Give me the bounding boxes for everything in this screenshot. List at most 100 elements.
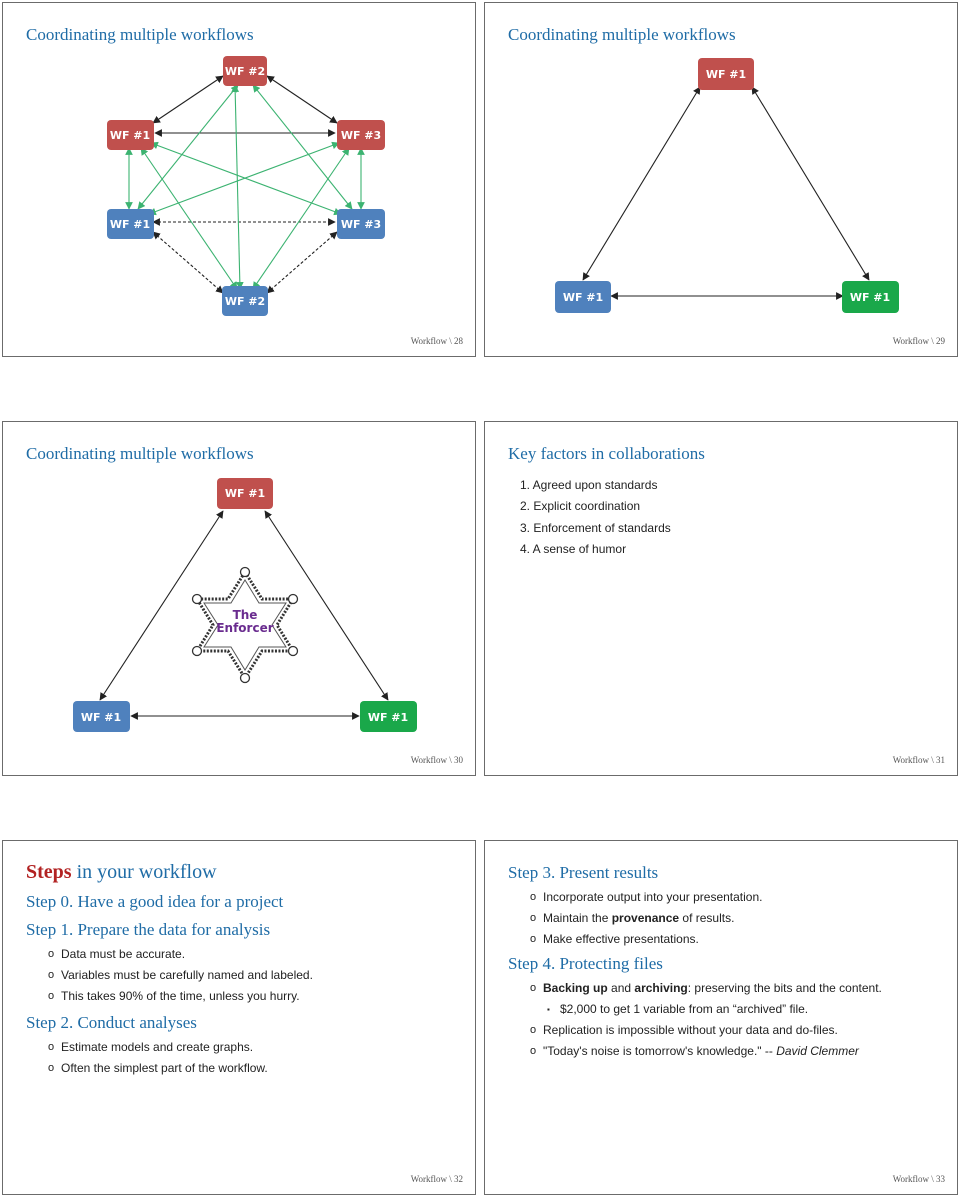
slide-title: Key factors in collaborations xyxy=(508,444,705,463)
list-item-text: Replication is impossible without your d… xyxy=(543,1023,838,1037)
sheriff-star-badge: The Enforcer xyxy=(191,566,299,684)
list-item-text: Data must be accurate. xyxy=(61,947,186,961)
wf-node-label: WF #1 xyxy=(706,68,746,81)
key-factors-list: 1. Agreed upon standards 2. Explicit coo… xyxy=(520,475,671,560)
list-item-text: Incorporate output into your presentatio… xyxy=(543,890,763,904)
bullet-glyph: o xyxy=(530,982,537,994)
wf-node: WF #1 xyxy=(217,478,273,509)
wf-node-label: WF #3 xyxy=(341,218,381,231)
list-item: o Make effective presentations. xyxy=(508,929,947,950)
list-item-text: Variables must be carefully named and la… xyxy=(61,968,313,982)
slide-title: Coordinating multiple workflows xyxy=(508,25,736,44)
slide-30: Coordinating multiple workflows WF #1 WF… xyxy=(2,421,476,776)
list-item-text: This takes 90% of the time, unless you h… xyxy=(61,989,300,1003)
slide-footer: Workflow \ 31 xyxy=(892,755,945,765)
list-item-text: "Today's noise is tomorrow's knowledge."… xyxy=(543,1044,777,1058)
step-heading: Step 1. Prepare the data for analysis xyxy=(26,920,271,939)
badge-line2: Enforcer xyxy=(216,621,273,635)
list-item: 4. A sense of humor xyxy=(520,541,627,556)
wf-node-label: WF #1 xyxy=(850,291,890,304)
list-item-bold: archiving xyxy=(634,981,688,995)
workflow-enforcer-diagram: WF #1 WF #1 WF #1 The Enforcer xyxy=(73,478,417,732)
list-item-text-post: of results. xyxy=(679,911,735,925)
wf-node: WF #2 xyxy=(223,56,267,86)
wf-node: WF #1 xyxy=(842,281,899,313)
bullet-glyph: o xyxy=(530,1045,537,1057)
wf-node: WF #1 xyxy=(360,701,417,732)
wf-node: WF #3 xyxy=(337,209,385,239)
list-item-bold: Backing up xyxy=(543,981,608,995)
badge-line1: The xyxy=(233,608,258,622)
list-item: o Backing up and archiving: preserving th… xyxy=(508,978,947,999)
bullet-glyph: o xyxy=(48,1062,55,1074)
wf-node: WF #3 xyxy=(337,120,385,150)
list-item: o Incorporate output into your presentati… xyxy=(508,887,947,908)
triangle-edges xyxy=(99,510,389,720)
wf-node: WF #1 xyxy=(698,58,754,90)
title-bold-word: Steps xyxy=(26,861,72,883)
bullet-glyph: o xyxy=(48,948,55,960)
bullet-glyph: o xyxy=(530,891,537,903)
wf-node-label: WF #1 xyxy=(110,218,150,231)
slide-29: Coordinating multiple workflows WF #1 WF… xyxy=(484,2,958,357)
wf-node: WF #1 xyxy=(73,701,130,732)
list-item: 1. Agreed upon standards xyxy=(520,478,658,492)
slide-footer: Workflow \ 32 xyxy=(410,1174,463,1184)
list-item: 3. Enforcement of standards xyxy=(520,520,671,535)
slide-title: Coordinating multiple workflows xyxy=(26,444,254,463)
wf-node-label: WF #1 xyxy=(81,711,121,724)
sub-list-item: ▪ $2,000 to get 1 variable from an “archi… xyxy=(508,999,947,1020)
wf-node-label: WF #2 xyxy=(225,65,265,78)
bullet-glyph: o xyxy=(48,969,55,981)
slide-title: Coordinating multiple workflows xyxy=(26,25,254,44)
slide-title: Steps in your workflow xyxy=(26,861,465,884)
black-edges xyxy=(152,75,338,294)
list-item-text-pre: Maintain the xyxy=(543,911,612,925)
bullet-glyph: o xyxy=(48,1041,55,1053)
slide-31: Key factors in collaborations 1. Agreed … xyxy=(484,421,958,776)
bullet-glyph: o xyxy=(530,1024,537,1036)
slide-33: Step 3. Present results o Incorporate out… xyxy=(484,840,958,1195)
list-item-text: Make effective presentations. xyxy=(543,932,699,946)
wf-node-label: WF #1 xyxy=(563,291,603,304)
wf-node: WF #1 xyxy=(107,209,154,239)
title-rest: in your workflow xyxy=(71,861,217,883)
wf-node: WF #2 xyxy=(222,286,268,316)
list-item: o Replication is impossible without your … xyxy=(508,1020,947,1041)
slide-footer: Workflow \ 28 xyxy=(410,336,463,346)
slide-footer: Workflow \ 33 xyxy=(892,1174,945,1184)
wf-node-label: WF #1 xyxy=(368,711,408,724)
bullet-glyph: o xyxy=(530,933,537,945)
wf-node: WF #1 xyxy=(107,120,154,150)
list-item-bold: provenance xyxy=(611,911,680,925)
list-item-text: : preserving the bits and the content. xyxy=(687,981,882,995)
bullet-list: o Backing up and archiving: preserving th… xyxy=(508,978,947,1062)
green-edges xyxy=(125,84,365,290)
slide-28: Coordinating multiple workflows xyxy=(2,2,476,357)
step-heading: Step 3. Present results xyxy=(508,863,659,882)
steps-content: Steps in your workflow Step 0. Have a go… xyxy=(26,861,465,1079)
wf-node: WF #1 xyxy=(555,281,611,313)
quote-author: David Clemmer xyxy=(776,1044,859,1058)
list-item-text: $2,000 to get 1 variable from an “archiv… xyxy=(560,1002,809,1016)
slide-32: Steps in your workflow Step 0. Have a go… xyxy=(2,840,476,1195)
slide-footer: Workflow \ 30 xyxy=(410,755,463,765)
list-item: o This takes 90% of the time, unless you … xyxy=(26,986,465,1007)
triangle-edges xyxy=(582,86,870,300)
bullet-glyph: o xyxy=(48,990,55,1002)
list-item-text: and xyxy=(607,981,635,995)
wf-node-label: WF #3 xyxy=(341,129,381,142)
step-heading: Step 4. Protecting files xyxy=(508,954,663,973)
list-item: o Data must be accurate. xyxy=(26,944,465,965)
list-item: o "Today's noise is tomorrow's knowledge.… xyxy=(508,1041,947,1062)
list-item: o Variables must be carefully named and l… xyxy=(26,965,465,986)
sub-bullet-glyph: ▪ xyxy=(547,1005,550,1014)
wf-node-label: WF #1 xyxy=(110,129,150,142)
wf-node-label: WF #2 xyxy=(225,295,265,308)
workflow-triangle-diagram: WF #1 WF #1 WF #1 xyxy=(555,58,899,313)
